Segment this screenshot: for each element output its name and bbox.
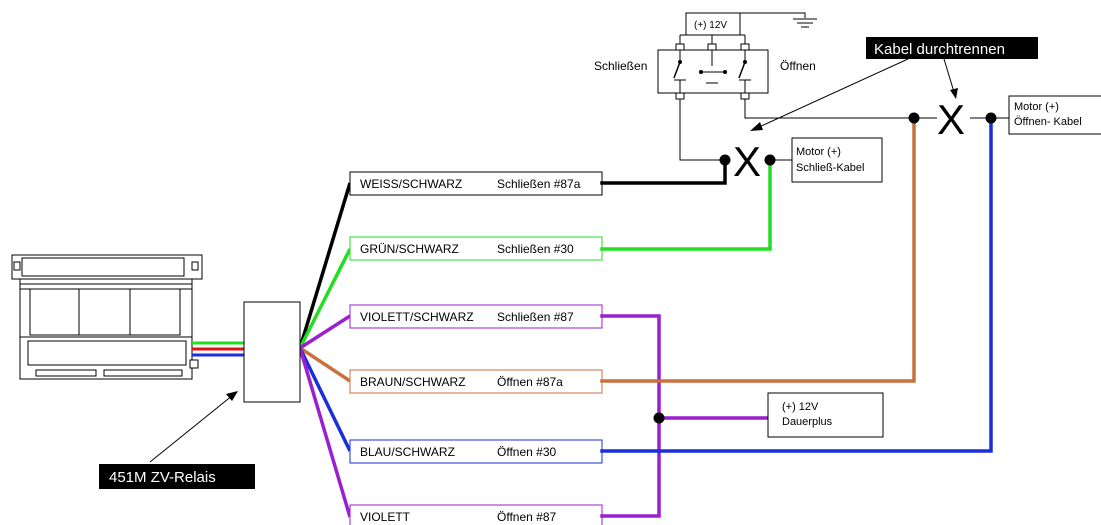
relay-callout: 451M ZV-Relais — [99, 391, 255, 489]
relay-box — [243, 301, 301, 403]
dauerplus-line1: (+) 12V — [782, 401, 819, 413]
motor-close-line1: Motor (+) — [796, 146, 841, 158]
open-cut-point: X — [908, 96, 1009, 143]
switch-right-label: Öffnen — [780, 59, 816, 73]
cut-mark: X — [937, 96, 965, 143]
switch-power-box: (+) 12V — [685, 12, 741, 36]
wire-label-2: VIOLETT/SCHWARZ Schließen #87 — [349, 304, 603, 329]
junction-dot — [653, 412, 665, 424]
motor-open-line2: Öffnen- Kabel — [1014, 116, 1082, 128]
cut-mark: X — [733, 138, 761, 185]
fanout-wires — [298, 182, 352, 518]
wire-color-name: GRÜN/SCHWARZ — [360, 242, 459, 256]
wire-label-0: WEISS/SCHWARZ Schließen #87a — [349, 171, 603, 196]
routing-wires — [600, 116, 993, 518]
wire-color-name: VIOLETT/SCHWARZ — [360, 310, 474, 324]
door-switch — [657, 34, 769, 100]
wire-function: Schließen #30 — [497, 242, 574, 256]
wire-color-name: BRAUN/SCHWARZ — [360, 375, 466, 389]
wire-function: Öffnen #87a — [497, 375, 563, 389]
wire-function: Öffnen #87 — [497, 510, 556, 524]
switch-left-label: Schließen — [594, 59, 647, 73]
close-cut-point: X — [719, 138, 792, 185]
motor-open-box: Motor (+) Öffnen- Kabel — [1008, 95, 1101, 135]
wire-function: Öffnen #30 — [497, 445, 556, 459]
switch-power-label: (+) 12V — [694, 20, 727, 31]
wire-label-4: BLAU/SCHWARZ Öffnen #30 — [349, 439, 603, 464]
relay-label: 451M ZV-Relais — [109, 469, 216, 486]
motor-close-line2: Schließ-Kabel — [796, 162, 864, 174]
cut-callout: Kabel durchtrennen — [750, 37, 1038, 131]
dauerplus-box: (+) 12V Dauerplus — [767, 392, 884, 438]
cut-callout-label: Kabel durchtrennen — [874, 41, 1005, 58]
wire-color-name: VIOLETT — [360, 510, 411, 524]
wire-color-name: BLAU/SCHWARZ — [360, 445, 455, 459]
motor-close-box: Motor (+) Schließ-Kabel — [791, 137, 883, 183]
central-locking-module — [11, 254, 203, 380]
harness-bundle — [192, 341, 244, 357]
dauerplus-line2: Dauerplus — [782, 416, 833, 428]
switch-open-lead — [744, 99, 914, 119]
motor-open-line1: Motor (+) — [1014, 101, 1059, 113]
wire-color-name: WEISS/SCHWARZ — [360, 177, 462, 191]
wire-label-5: VIOLETT Öffnen #87 — [349, 504, 603, 525]
wire-function: Schließen #87a — [497, 177, 581, 191]
wire-function: Schließen #87 — [497, 310, 574, 324]
wire-label-3: BRAUN/SCHWARZ Öffnen #87a — [349, 369, 603, 394]
switch-close-lead — [679, 99, 725, 161]
wire-label-1: GRÜN/SCHWARZ Schließen #30 — [349, 236, 603, 261]
